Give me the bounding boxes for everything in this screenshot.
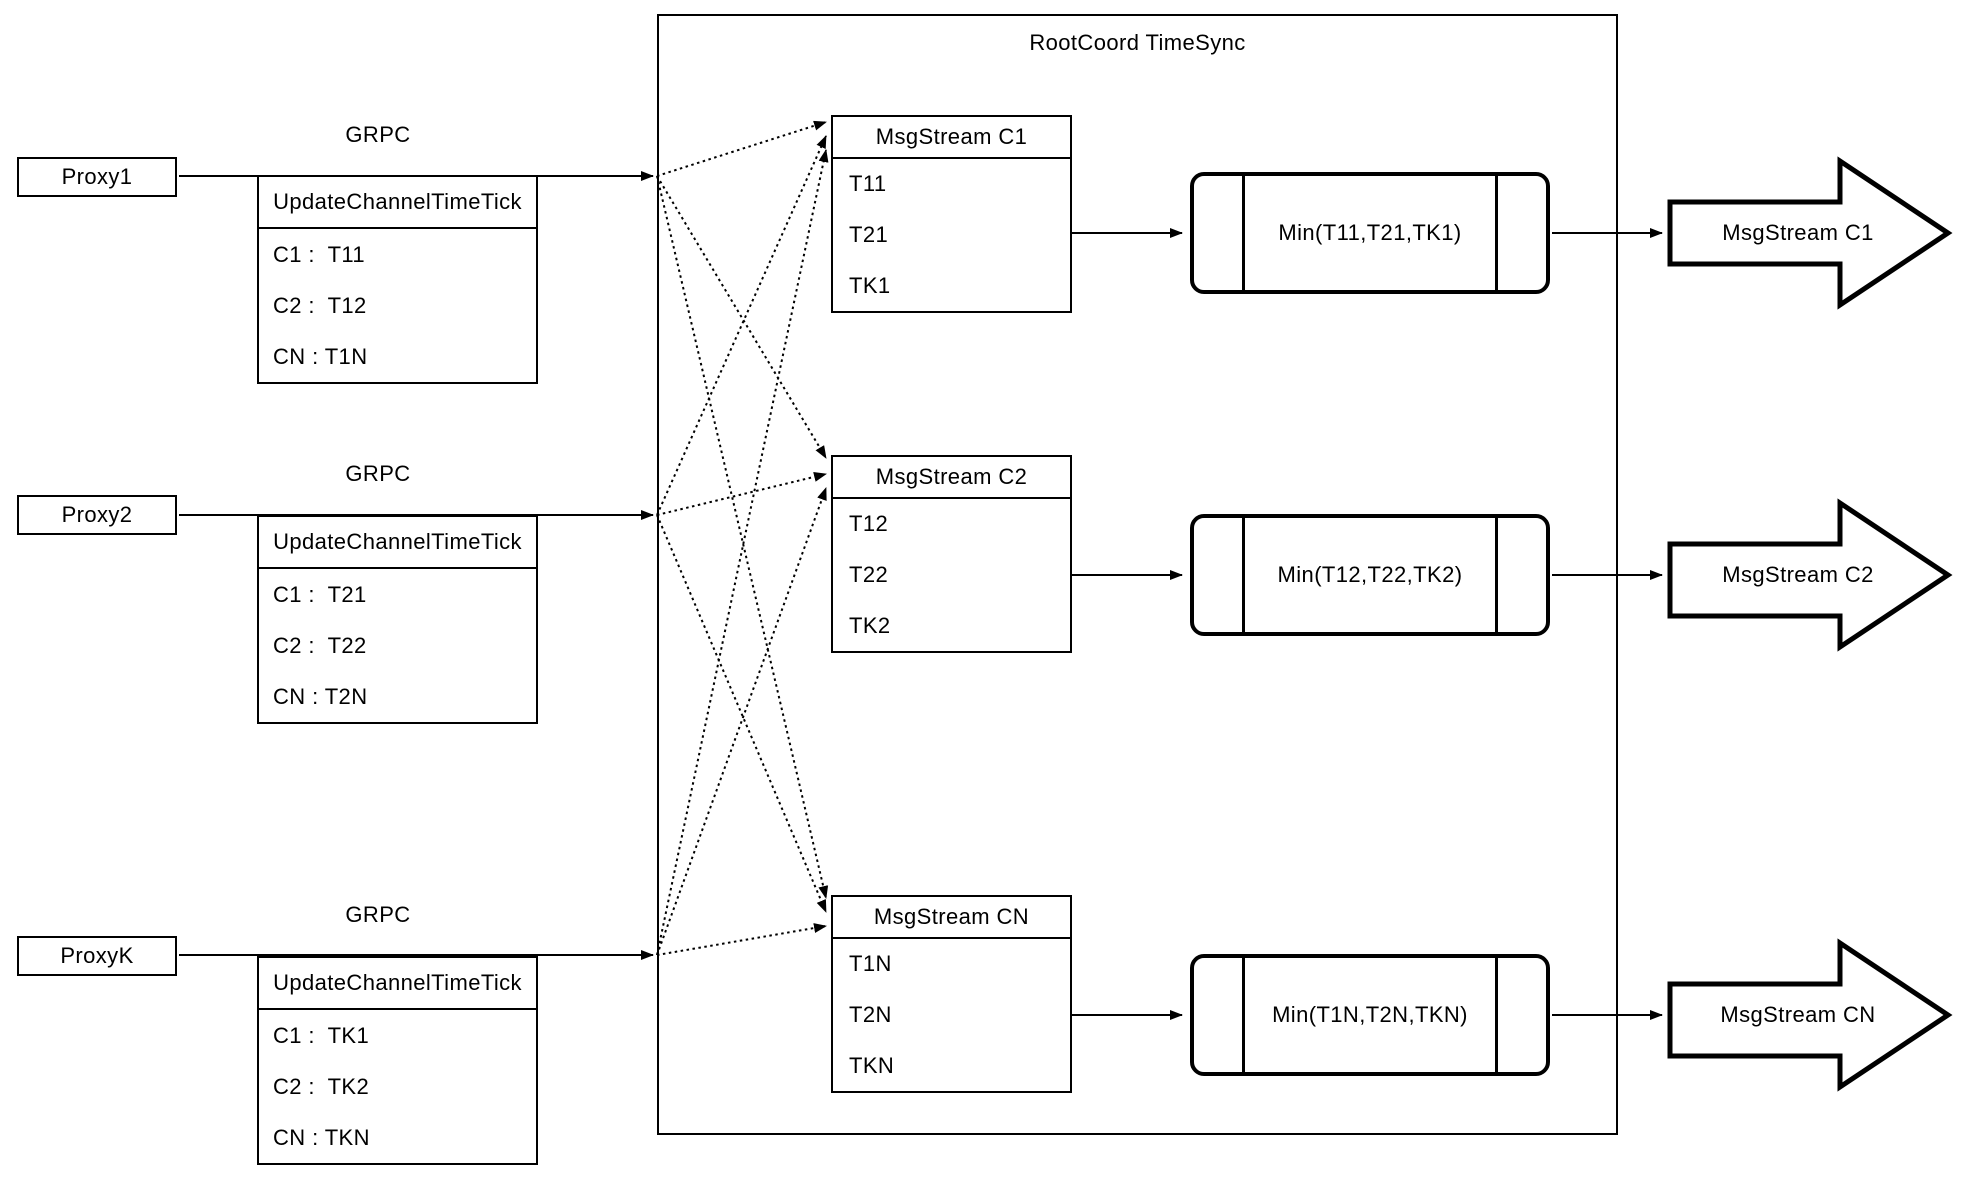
pk-to-cn-dotted-arrow [656,923,827,956]
output-arrow-cn [1667,938,1953,1092]
msgstream-cn-table: MsgStream CN T1N T2N TKN [831,895,1072,1093]
p2-to-cn-dotted-arrow [656,514,827,913]
rootcoord-title: RootCoord TimeSync [1029,30,1246,55]
table-row: C2 : TK2 [273,1073,370,1099]
min-box-right-divider [1495,176,1498,290]
proxy2-box: Proxy2 [17,495,177,535]
pk-to-c1-dotted-arrow [656,149,829,956]
table-row: T1N [849,951,892,977]
proxy1-label: Proxy1 [61,164,133,189]
table-row: CN : T2N [273,683,368,709]
min-label-c1: Min(T11,T21,TK1) [1278,220,1462,245]
proxyk-label: ProxyK [60,943,134,968]
table-header: MsgStream CN [833,897,1070,939]
proxy2-label: Proxy2 [61,502,133,527]
min-box-right-divider [1495,958,1498,1072]
table-row: CN : TKN [273,1124,370,1150]
table-header: MsgStream C2 [833,457,1070,499]
table-header: UpdateChannelTimeTick [259,177,536,229]
table-row: C1 : T21 [273,581,367,607]
pk-to-c2-dotted-arrow [656,487,827,956]
min-box-cn: Min(T1N,T2N,TKN) [1190,954,1550,1076]
proxy1-box: Proxy1 [17,157,177,197]
table-row: T22 [849,561,889,587]
grpc-label-1: GRPC [345,122,411,147]
output-arrow-label-c2: MsgStream C2 [1722,562,1874,587]
timetick-fanout-arrows [656,120,829,956]
proxyk-box: ProxyK [17,936,177,976]
proxyk-timetick-table: UpdateChannelTimeTick C1 : TK1 C2 : TK2 … [257,956,538,1165]
output-arrow-label-c1: MsgStream C1 [1722,220,1874,245]
min-to-output-arrows [1552,228,1663,1020]
table-row: C2 : T12 [273,292,367,318]
p1-to-c1-dotted-arrow [656,120,827,177]
min-box-c1: Min(T11,T21,TK1) [1190,172,1550,294]
table-header: UpdateChannelTimeTick [259,517,536,569]
p2-to-c1-dotted-arrow [656,135,827,516]
table-row: C1 : T11 [273,241,366,267]
p1-to-c2-dotted-arrow [656,175,827,459]
p2-to-c2-dotted-arrow [656,471,827,516]
table-row: C2 : T22 [273,632,367,658]
table-row: TKN [849,1052,895,1078]
min-label-c2: Min(T12,T22,TK2) [1277,562,1463,587]
min-box-left-divider [1242,518,1245,632]
table-row: T12 [849,511,889,537]
output-arrow-c1 [1667,156,1953,310]
table-row: CN : T1N [273,343,368,369]
table-row: C1 : TK1 [273,1022,370,1048]
table-header: MsgStream C1 [833,117,1070,159]
output-arrow-label-cn: MsgStream CN [1720,1002,1876,1027]
table-row: TK2 [849,612,891,638]
msgstream-c1-table: MsgStream C1 T11 T21 TK1 [831,115,1072,313]
table-row: T21 [849,221,889,247]
table-row: TK1 [849,272,891,298]
min-label-cn: Min(T1N,T2N,TKN) [1272,1002,1468,1027]
min-box-c2: Min(T12,T22,TK2) [1190,514,1550,636]
output-arrow-shapes [1667,156,1953,1092]
msgstream-c2-table: MsgStream C2 T12 T22 TK2 [831,455,1072,653]
table-header: UpdateChannelTimeTick [259,958,536,1010]
min-box-right-divider [1495,518,1498,632]
proxy2-timetick-table: UpdateChannelTimeTick C1 : T21 C2 : T22 … [257,515,538,724]
proxy1-timetick-table: UpdateChannelTimeTick C1 : T11 C2 : T12 … [257,175,538,384]
grpc-label-3: GRPC [345,902,411,927]
table-row: T2N [849,1001,892,1027]
p1-to-cn-dotted-arrow [656,175,829,899]
grpc-label-2: GRPC [345,461,411,486]
stream-to-min-arrows [1072,228,1183,1020]
min-box-left-divider [1242,176,1245,290]
min-box-left-divider [1242,958,1245,1072]
table-row: T11 [849,171,887,197]
output-arrow-c2 [1667,498,1953,652]
